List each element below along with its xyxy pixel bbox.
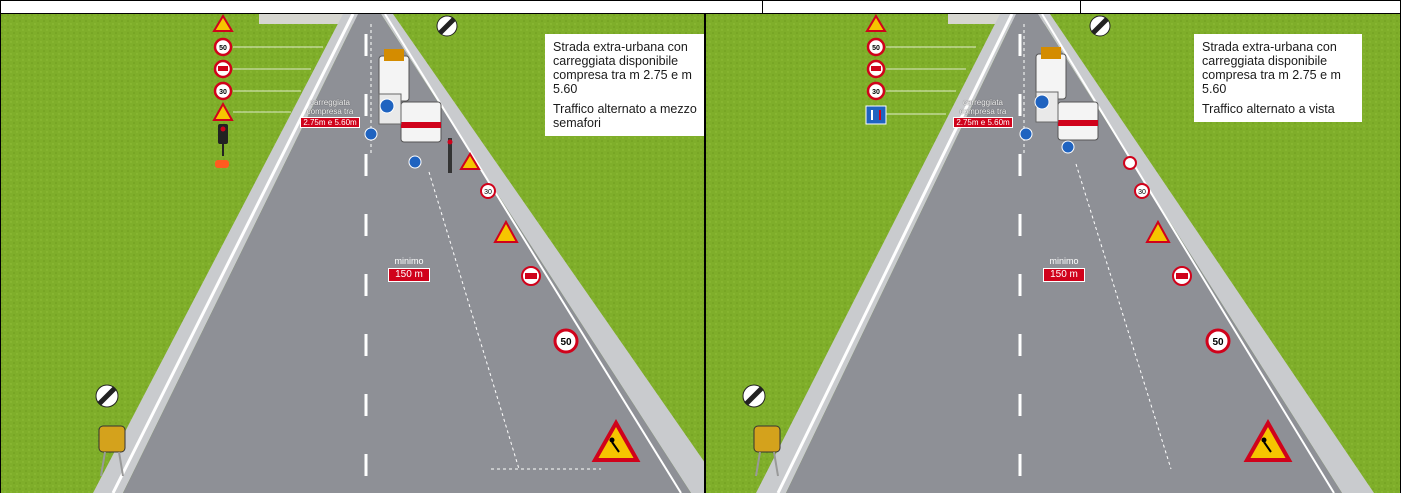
priority-sign: [866, 106, 886, 124]
flashing-lamp: [215, 160, 229, 168]
svg-text:50: 50: [872, 45, 880, 52]
table-column-divider: [762, 0, 763, 14]
end-restriction-sign-bottom: [96, 385, 118, 407]
lane-width-label: carreggiata compresa tra 2.75m e 5.60m: [948, 98, 1018, 128]
description-box: Strada extra-urbana con carreggiata disp…: [1194, 34, 1362, 122]
end-restriction-sign-top: [1090, 16, 1110, 36]
description-line-2: Traffico alternato a mezzo semafori: [553, 102, 704, 130]
right-sign-30: 30: [1135, 184, 1149, 198]
lane-width-title: carreggiata compresa tra: [295, 98, 365, 116]
right-sign-no-overtaking-small: [1124, 157, 1136, 169]
svg-text:30: 30: [1138, 189, 1146, 196]
description-line-1: Strada extra-urbana con carreggiata disp…: [1202, 40, 1354, 96]
lane-width-value: 2.75m e 5.60m: [953, 117, 1012, 128]
end-restriction-sign-bottom: [743, 385, 765, 407]
svg-text:30: 30: [484, 189, 492, 196]
table-column-divider: [1080, 0, 1081, 14]
table-top-border: [0, 0, 1401, 1]
lane-width-value: 2.75m e 5.60m: [300, 117, 359, 128]
minimum-distance-value: 150 m: [1043, 268, 1085, 282]
right-sign-50: 50: [555, 330, 577, 352]
diagram-panel-vista: 30 50 50: [706, 14, 1400, 493]
minimum-distance-value: 150 m: [388, 268, 430, 282]
description-line-2: Traffico alternato a vista: [1202, 102, 1354, 116]
svg-text:50: 50: [1212, 337, 1224, 348]
right-sign-no-overtaking: [522, 267, 540, 285]
svg-text:50: 50: [560, 337, 572, 348]
svg-text:30: 30: [219, 89, 227, 96]
minimum-distance-label: minimo 150 m: [1036, 256, 1092, 282]
minimum-distance-title: minimo: [1036, 256, 1092, 266]
svg-text:30: 30: [872, 89, 880, 96]
minimum-distance-title: minimo: [381, 256, 437, 266]
description-box: Strada extra-urbana con carreggiata disp…: [545, 34, 704, 136]
lane-width-label: carreggiata compresa tra 2.75m e 5.60m: [295, 98, 365, 128]
right-sign-no-overtaking: [1173, 267, 1191, 285]
right-sign-50: 50: [1207, 330, 1229, 352]
svg-text:50: 50: [219, 45, 227, 52]
minimum-distance-label: minimo 150 m: [381, 256, 437, 282]
description-line-1: Strada extra-urbana con carreggiata disp…: [553, 40, 704, 96]
right-sign-30: 30: [481, 184, 495, 198]
diagram-panel-semafori: 30 50 50: [1, 14, 704, 493]
end-restriction-sign-top: [437, 16, 457, 36]
lane-width-title: carreggiata compresa tra: [948, 98, 1018, 116]
